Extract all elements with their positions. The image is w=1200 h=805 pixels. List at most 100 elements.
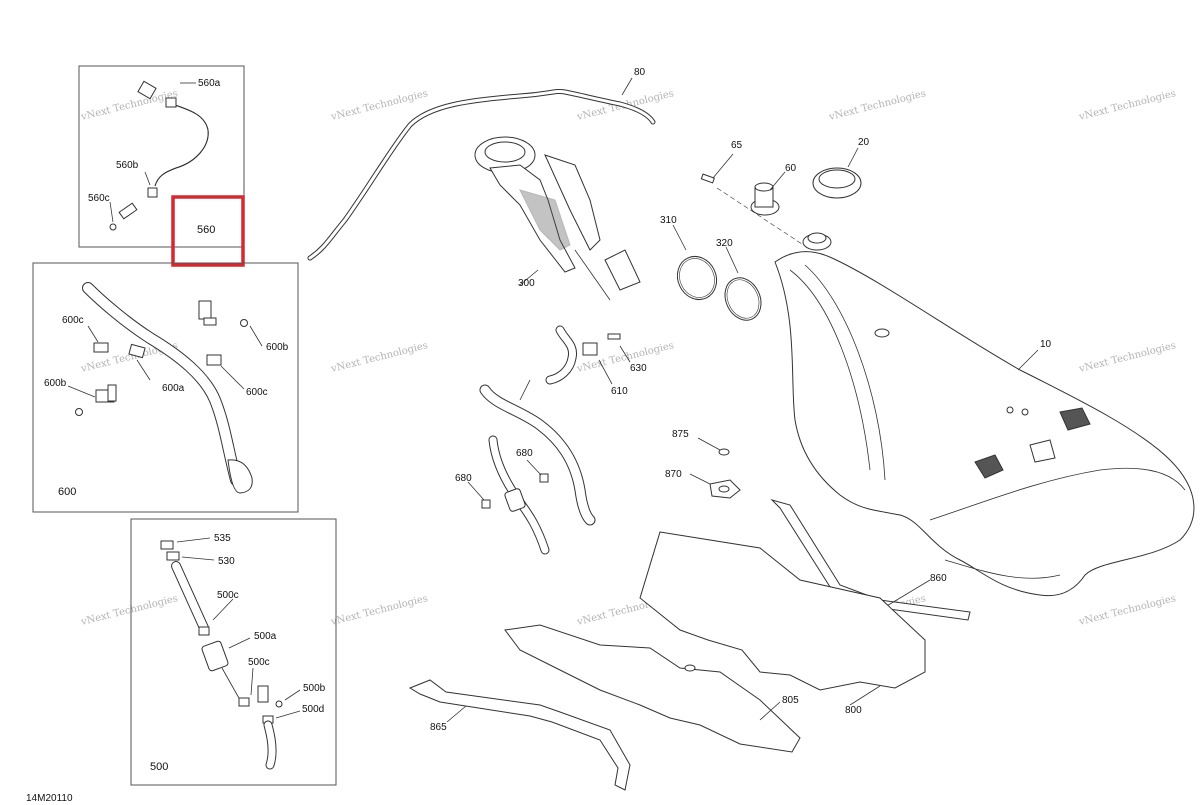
clamp-560a xyxy=(165,97,177,108)
label-560-highlight: 560 xyxy=(197,224,215,236)
watermark-11: vNext Technologies xyxy=(79,593,179,628)
leader-10 xyxy=(1017,349,1039,371)
tank-filler-opening xyxy=(807,232,827,244)
label-680-right: 680 xyxy=(516,448,533,459)
watermark-4: vNext Technologies xyxy=(827,88,927,123)
label-560b: 560b xyxy=(116,160,139,171)
tank-port xyxy=(874,328,890,338)
straps-and-shields: 860 800 805 865 xyxy=(408,499,971,791)
leader-310 xyxy=(672,224,687,251)
screw-630 xyxy=(607,333,621,340)
cap-20-top xyxy=(818,169,856,189)
label-610: 610 xyxy=(611,386,628,397)
box-500-frame xyxy=(130,518,337,786)
seal-320 xyxy=(724,277,762,321)
tank-body xyxy=(774,251,1195,597)
leader-65 xyxy=(712,153,734,179)
shield-805 xyxy=(504,624,801,753)
vent-line-inner xyxy=(308,90,655,260)
leader-560b xyxy=(144,171,151,186)
label-560a: 560a xyxy=(198,78,221,89)
hose-500-upper-inner xyxy=(172,562,208,632)
hose-680-right-inner xyxy=(480,385,595,525)
strap-860 xyxy=(770,499,971,621)
leader-600c-right xyxy=(220,365,245,390)
leader-500b xyxy=(284,689,301,701)
tank-ridge-1 xyxy=(789,269,871,471)
label-870: 870 xyxy=(665,469,682,480)
connector-560c xyxy=(118,202,138,220)
box-600: 600c 600b 600a 600b 600c 600 xyxy=(32,262,299,513)
watermark-10: vNext Technologies xyxy=(1077,340,1177,375)
leader-530 xyxy=(181,556,215,561)
tank-dot-1 xyxy=(1006,406,1014,414)
oring-600b-left xyxy=(75,408,83,416)
strap-865 xyxy=(408,679,631,791)
label-865: 865 xyxy=(430,722,447,733)
watermark-1: vNext Technologies xyxy=(79,88,179,123)
clamp-600a xyxy=(128,343,146,359)
pump-bracket xyxy=(544,154,601,251)
tank-ridge-2 xyxy=(804,264,886,481)
clamp-560b xyxy=(147,187,158,198)
pump-float xyxy=(604,249,641,291)
label-10: 10 xyxy=(1040,339,1052,350)
leader-20 xyxy=(847,147,859,168)
leader-500a xyxy=(228,637,251,649)
leader-875 xyxy=(697,437,721,451)
leader-860 xyxy=(884,579,931,608)
hose-500-lower-inner xyxy=(264,721,276,769)
connector-600b-left-stem xyxy=(107,384,117,402)
seal-310-inner xyxy=(679,258,715,298)
watermark-2: vNext Technologies xyxy=(329,88,429,123)
leader-600b-left xyxy=(67,385,96,398)
hose-600-end xyxy=(227,459,253,494)
leader-600c-left xyxy=(87,325,99,343)
label-530: 530 xyxy=(218,556,235,567)
leader-320 xyxy=(725,246,739,274)
label-630: 630 xyxy=(630,363,647,374)
hose-600-inner xyxy=(83,283,241,485)
leader-60 xyxy=(769,171,786,191)
hose-610-upper-inner xyxy=(546,326,577,384)
fuel-pump-300: 300 xyxy=(474,136,641,301)
connector-600b-right-nozzle xyxy=(203,317,217,326)
connector-610 xyxy=(582,342,598,356)
box-600-frame xyxy=(32,262,299,513)
label-860: 860 xyxy=(930,573,947,584)
label-600b-right: 600b xyxy=(266,342,289,353)
label-320: 320 xyxy=(716,238,733,249)
pump-flange-inner xyxy=(484,141,526,163)
pump-float-arm xyxy=(574,249,611,301)
hose-assembly: 630 610 680 680 xyxy=(455,325,647,555)
leader-500c-top xyxy=(212,598,234,621)
tank-mount-1 xyxy=(974,454,1004,479)
box-560: 560a 560b 560c xyxy=(78,65,245,248)
connector-560a-top xyxy=(137,80,157,100)
hose-680-right xyxy=(479,384,596,526)
clamp-535 xyxy=(160,540,174,550)
watermark-7: vNext Technologies xyxy=(329,340,429,375)
clamp-530 xyxy=(166,551,180,561)
leader-680-left xyxy=(467,481,485,501)
label-500a: 500a xyxy=(254,631,277,642)
leader-300 xyxy=(519,269,539,286)
label-310: 310 xyxy=(660,215,677,226)
label-60: 60 xyxy=(785,163,797,174)
oring-600b-right xyxy=(240,319,248,327)
highlight-box-560[interactable] xyxy=(171,195,245,267)
label-600c-right: 600c xyxy=(246,387,268,398)
leader-500d xyxy=(275,710,301,719)
leader-600a xyxy=(136,359,151,381)
label-box-500: 500 xyxy=(150,761,168,773)
label-680-left: 680 xyxy=(455,473,472,484)
tank-mount-3 xyxy=(1029,439,1056,463)
leader-80 xyxy=(621,77,633,96)
label-535: 535 xyxy=(214,533,231,544)
seal-310 xyxy=(676,256,718,300)
label-600c-left: 600c xyxy=(62,315,84,326)
leader-680-right xyxy=(526,459,542,476)
label-500d: 500d xyxy=(302,704,324,715)
tank-dot-2 xyxy=(1021,408,1029,416)
